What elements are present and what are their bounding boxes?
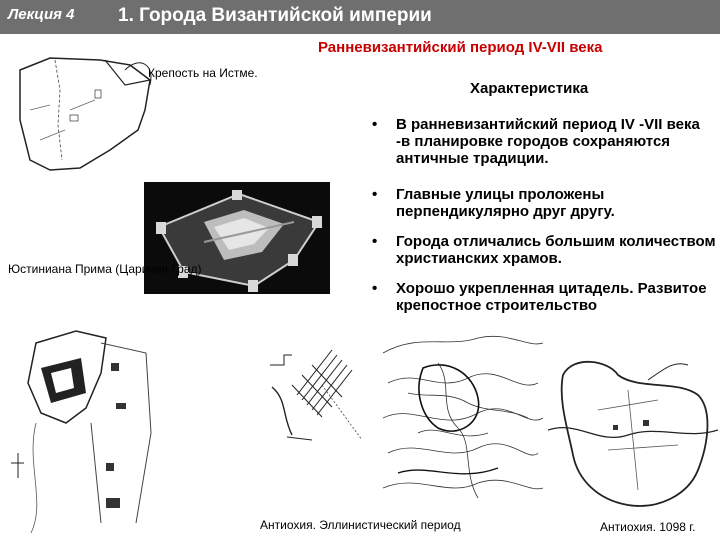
bullet-item: • Главные улицы проложены перпендикулярн… [372, 186, 717, 220]
antioch-1098-plan [548, 350, 718, 518]
isthmus-fortress-plan [10, 50, 160, 175]
bullet-item: • Хорошо укрепленная цитадель. Развитое … [372, 280, 717, 314]
justiniana-label: Юстиниана Прима (Царичин Град) [8, 262, 202, 276]
justiniana-prima-plan [6, 313, 158, 535]
antioch-hellenistic-plan [262, 325, 372, 450]
antioch-1098-label: Антиохия. 1098 г. [600, 520, 696, 534]
bullet-text: В ранневизантийский период IV -VII века … [396, 116, 700, 167]
fortress-model-image [144, 182, 330, 294]
bullet-text: Главные улицы проложены перпендикулярно … [396, 186, 615, 220]
bullet-item: • В ранневизантийский период IV -VII век… [372, 116, 717, 167]
antioch-hellenistic-label: Антиохия. Эллинистический период [260, 518, 461, 532]
bullet-icon: • [372, 280, 378, 297]
antioch-topographic-map [378, 323, 548, 518]
lecture-number: Лекция 4 [8, 6, 75, 23]
slide-title: 1. Города Византийской империи [118, 5, 432, 26]
bullet-icon: • [372, 186, 378, 203]
header-bar [0, 0, 720, 34]
period-subtitle: Ранневизантийский период IV-VII века [318, 39, 603, 56]
bullet-text: Хорошо укрепленная цитадель. Развитое кр… [396, 280, 707, 314]
bullet-text: Города отличались большим количеством хр… [396, 233, 716, 267]
isthmus-label: Крепость на Истме. [148, 66, 258, 80]
bullet-item: • Города отличались большим количеством … [372, 233, 717, 267]
bullet-icon: • [372, 233, 378, 250]
characteristics-title: Характеристика [470, 80, 589, 97]
bullet-icon: • [372, 116, 378, 133]
